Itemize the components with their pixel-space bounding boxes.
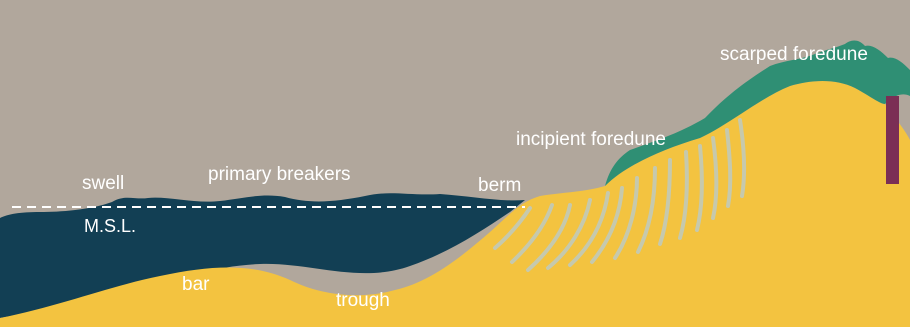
label-scarped-foredune: scarped foredune bbox=[720, 44, 868, 65]
label-trough: trough bbox=[336, 290, 390, 311]
label-primary-breakers: primary breakers bbox=[208, 164, 351, 185]
label-swell: swell bbox=[82, 173, 124, 194]
marker-post bbox=[886, 96, 899, 184]
label-incipient-foredune: incipient foredune bbox=[516, 129, 666, 150]
label-msl: M.S.L. bbox=[84, 216, 136, 236]
label-bar: bar bbox=[182, 274, 210, 295]
label-berm: berm bbox=[478, 175, 521, 196]
